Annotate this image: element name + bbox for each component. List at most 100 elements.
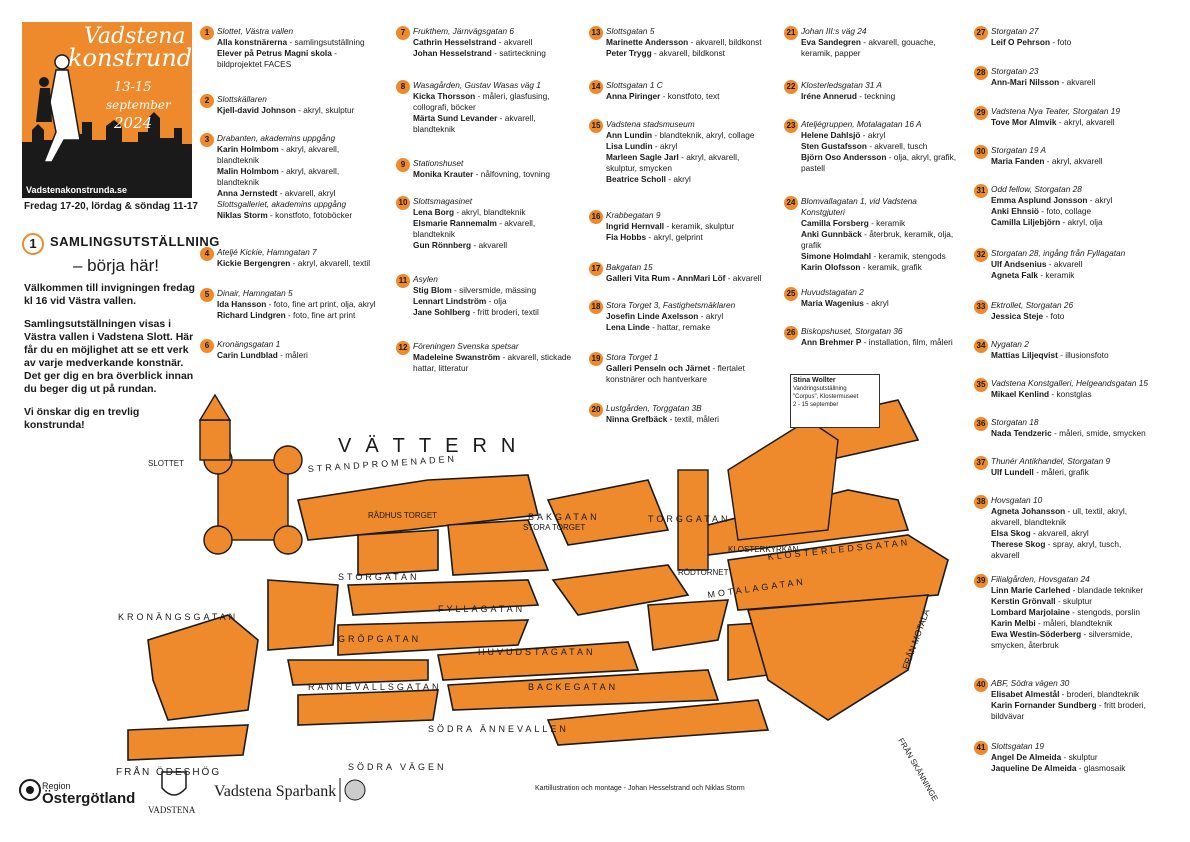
map-label-from-skanninge: FRÅN SKÄNNINGE: [896, 737, 939, 803]
artist-technique: - akryl, akvarell: [1044, 156, 1103, 166]
entry-number: 39: [974, 574, 988, 588]
artist-technique: - akryl: [1087, 195, 1113, 205]
artist-name: Maria Wagenius: [801, 298, 864, 308]
intro-paragraph: Välkommen till invigningen fredag kl 16 …: [24, 282, 195, 307]
artist-technique: - glasmosaik: [1076, 763, 1126, 773]
artist-name: Anna Jernstedt: [217, 188, 278, 198]
artist-technique: - blandteknik, akryl, collage: [652, 130, 755, 140]
map-label-rodtornet: RÖDTORNET: [678, 568, 729, 577]
entry-artist: Lena Linde - hattar, remake: [606, 322, 767, 333]
artist-name: Simone Holmdahl: [801, 251, 872, 261]
artist-name: Lena Linde: [606, 322, 650, 332]
entry-number: 11: [396, 274, 410, 288]
entry-artist: Kerstin Grönvall - skulptur: [991, 596, 1152, 607]
artist-technique: - broderi, blandteknik: [1059, 689, 1140, 699]
entry-number: 26: [784, 326, 798, 340]
entry-number: 38: [974, 495, 988, 509]
artist-name: Tove Mor Almvik: [991, 117, 1057, 127]
artist-name: Lennart Lindström: [413, 296, 487, 306]
entry-artist: Monika Krauter - nålfovning, tovning: [413, 169, 574, 180]
entry-artist: Josefin Linde Axelsson - akryl: [606, 311, 767, 322]
entry-artist: Johan Hesselstrand - satirteckning: [413, 48, 574, 59]
artist-technique: - foto: [1043, 311, 1065, 321]
entry-artist: Jessica Steje - foto: [991, 311, 1152, 322]
artist-technique: - konstfoto, fotoböcker: [267, 210, 353, 220]
entry-number: 25: [784, 287, 798, 301]
entry-artist: Lisa Lundin - akryl: [606, 141, 767, 152]
entry-artist: Lennart Lindström - olja: [413, 296, 574, 307]
artist-technique: - återbruk, keramik, olja, grafik: [801, 229, 954, 250]
entry-artist: Maria Wagenius - akryl: [801, 298, 962, 309]
map-block: [447, 519, 550, 576]
artist-name: Sten Gustafsson: [801, 141, 867, 151]
entry-number: 15: [589, 119, 603, 133]
entry-artist: Madeleine Swanström - akvarell, stickade…: [413, 352, 574, 374]
artist-technique: - akvarell, blandteknik: [413, 218, 536, 239]
entry-artist: Elever på Petrus Magni skola - bildproje…: [217, 48, 378, 70]
artist-name: Mikael Kenlind: [991, 389, 1050, 399]
map-lake-label: VÄTTERN: [338, 435, 529, 457]
entry-artist: Galleri Vita Rum - AnnMari Löf - akvarel…: [606, 273, 767, 284]
entry-artist: Kickie Bergengren - akryl, akvarell, tex…: [217, 258, 378, 269]
artist-technique: - akvarell: [471, 240, 508, 250]
artist-technique: - keramik: [1038, 270, 1075, 280]
stina-wollter-box: Stina Wollter Vandringsutställning "Corp…: [790, 374, 880, 428]
entry-number: 6: [200, 339, 214, 353]
poster-url[interactable]: Vadstenakonstrunda.se: [26, 185, 128, 195]
map-block: [337, 619, 530, 656]
entry-number: 20: [589, 403, 603, 417]
entry-artist: Richard Lindgren - foto, fine art print: [217, 310, 378, 321]
map-label-stora-torget: STORA TORGET: [523, 523, 585, 532]
entry-artist: Eva Sandegren - akvarell, gouache, keram…: [801, 37, 962, 59]
poster-dates: 13-15: [114, 80, 152, 95]
entry-location: Huvudstagatan 2: [801, 287, 864, 297]
artist-technique: - akvarell: [496, 37, 533, 47]
artist-technique: - akvarell: [725, 273, 762, 283]
entry-artist: Marleen Sagle Jarl - akryl, akvarell, sk…: [606, 152, 767, 174]
town-map[interactable]: VÄTTERN STRAN: [108, 380, 988, 825]
region-logo-big: Östergötland: [42, 790, 136, 807]
artist-technique: - satirteckning: [491, 48, 546, 58]
entry-artist: Ewa Westin-Söderberg - silversmide, smyc…: [991, 629, 1152, 651]
entry-location: Storgatan 23: [991, 66, 1039, 76]
artist-technique: - fritt broderi, textil: [470, 307, 539, 317]
entry-number: 35: [974, 378, 988, 392]
entry-number: 13: [589, 26, 603, 40]
entry-number: 36: [974, 417, 988, 431]
entry-number: 19: [589, 352, 603, 366]
entry-number: 12: [396, 341, 410, 355]
artist-name: Elsa Skog: [991, 528, 1031, 538]
artist-technique: - måleri, glasfusing, collografi, böcker: [413, 91, 550, 112]
artist-technique: - akvarell, blandteknik: [413, 113, 536, 134]
samling-subtitle: – börja här!: [73, 256, 159, 275]
entry-number: 10: [396, 196, 410, 210]
map-block: [546, 699, 770, 746]
entry-location: Filialgården, Hovsgatan 24: [991, 574, 1090, 584]
map-block: [647, 599, 730, 651]
poster-title-line1: Vadstena: [84, 24, 186, 49]
map-block: [437, 641, 640, 681]
artist-technique: - installation, film, måleri: [861, 337, 953, 347]
entry-location: Vadstena Nya Teater, Storgatan 19: [991, 106, 1120, 116]
entry-location: Stationshuset: [413, 158, 464, 168]
artist-technique: - illusionsfoto: [1057, 350, 1109, 360]
artist-technique: - blandade tekniker: [1070, 585, 1144, 595]
sparbank-emblem-icon: [339, 778, 366, 802]
artist-name: Malin Holmbom: [217, 166, 279, 176]
entry-artist: Mikael Kenlind - konstglas: [991, 389, 1152, 400]
entry-number: 24: [784, 196, 798, 210]
artist-name: Maria Fanden: [991, 156, 1045, 166]
entry-number: 34: [974, 339, 988, 353]
artist-technique: - akryl: [665, 174, 691, 184]
